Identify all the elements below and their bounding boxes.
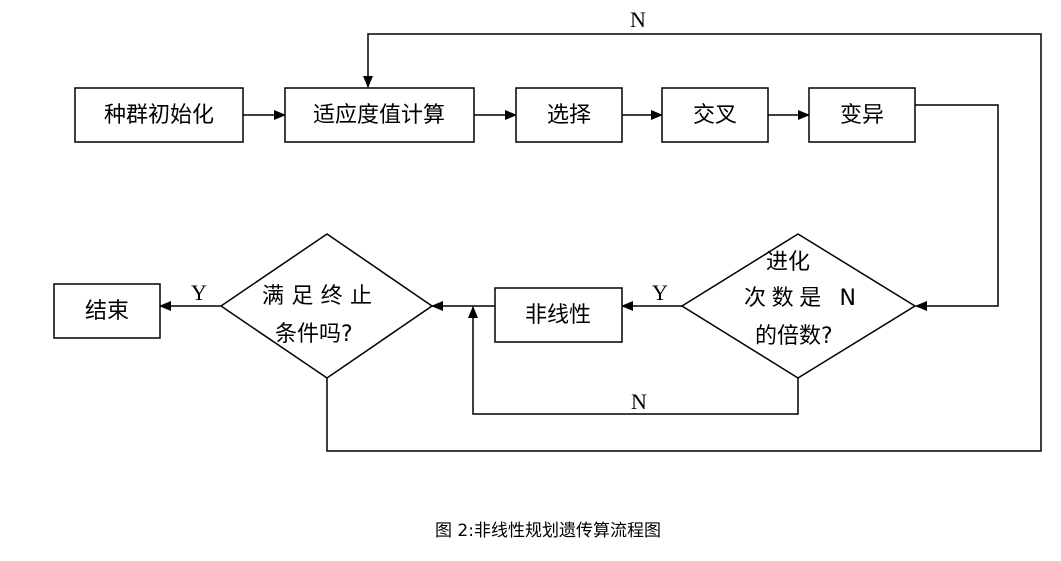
- node-mutation-label: 变异: [840, 103, 884, 128]
- figure-caption: 图 2:非线性规划遗传算流程图: [435, 521, 661, 541]
- label-loop-no-top: N: [630, 7, 646, 32]
- edge-decision-no-to-merge: [468, 306, 799, 415]
- decision-generation-line3: 的倍数?: [755, 324, 833, 349]
- node-init-label: 种群初始化: [104, 103, 214, 128]
- node-nonlinear-label: 非线性: [525, 303, 591, 328]
- decision-termination: 满足终止 条件吗?: [219, 233, 434, 379]
- label-termination-yes: Y: [191, 280, 207, 305]
- decision-generation-line1: 进化: [766, 250, 810, 275]
- node-crossover-label: 交叉: [693, 103, 737, 128]
- decision-generation-line2: 次数是 N: [744, 286, 856, 311]
- node-fitness-label: 适应度值计算: [313, 103, 445, 128]
- edge-termination-no-loop: [326, 33, 1042, 452]
- edge-mutation-to-decision: [915, 104, 999, 311]
- node-crossover: 交叉: [661, 87, 769, 143]
- node-fitness: 适应度值计算: [284, 87, 475, 143]
- decision-generation: 进化 次数是 N 的倍数?: [680, 233, 917, 379]
- node-nonlinear: 非线性: [494, 287, 623, 343]
- connectors: [159, 33, 1042, 452]
- node-mutation: 变异: [808, 87, 916, 143]
- label-generation-yes: Y: [652, 280, 668, 305]
- node-end-label: 结束: [85, 299, 129, 324]
- decision-termination-line2: 条件吗?: [275, 322, 353, 347]
- node-init: 种群初始化: [74, 87, 244, 143]
- node-selection-label: 选择: [547, 103, 591, 128]
- node-end: 结束: [53, 283, 161, 339]
- node-selection: 选择: [515, 87, 623, 143]
- label-generation-no: N: [631, 389, 647, 414]
